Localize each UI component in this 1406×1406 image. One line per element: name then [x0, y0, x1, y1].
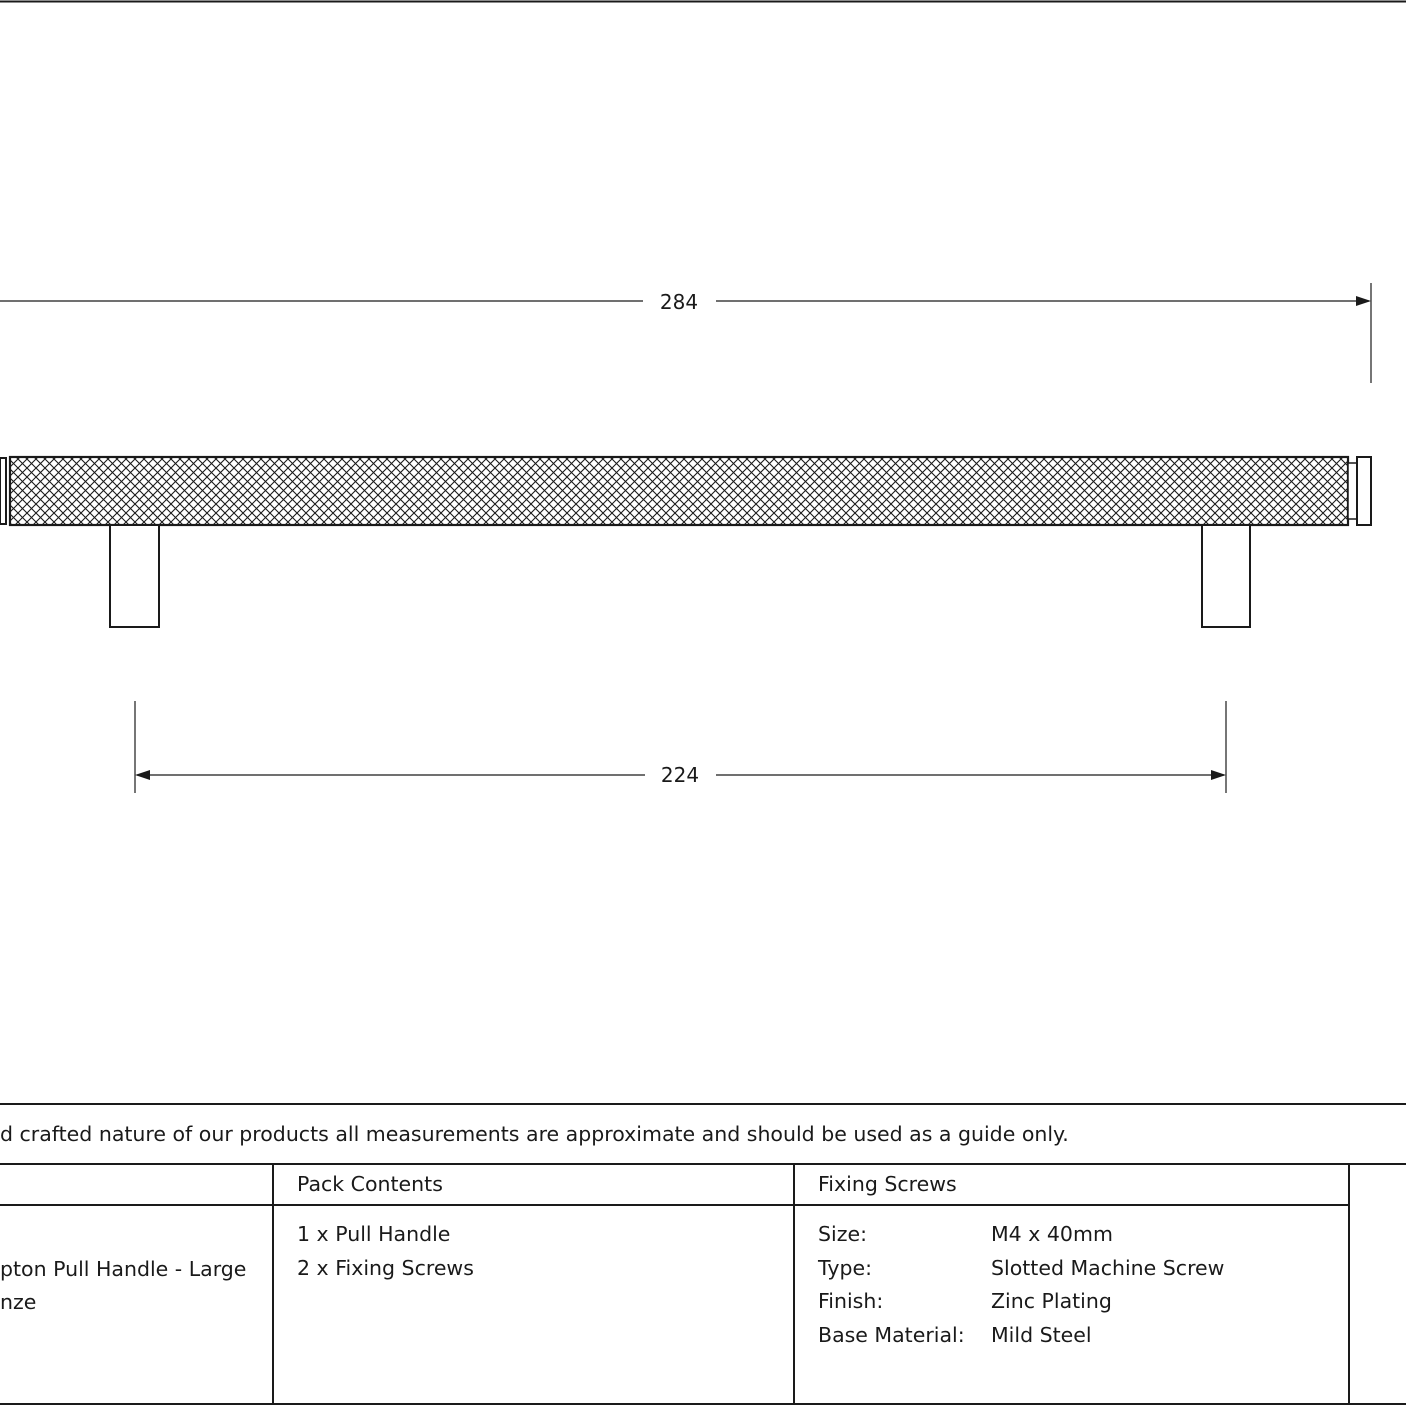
screw-spec-value: Zinc Plating: [991, 1289, 1112, 1313]
knurled-bar: [8, 455, 1350, 527]
fixing-screws-header: Fixing Screws: [818, 1172, 957, 1196]
pack-contents-item: 1 x Pull Handle: [297, 1222, 451, 1246]
product-name-line2: nze: [0, 1290, 37, 1314]
fixing-centres-dimension: 224: [134, 701, 1227, 793]
pull-handle-drawing: [0, 455, 1372, 628]
left-post: [109, 524, 160, 628]
overall-dim-arrow-right: [1356, 296, 1371, 306]
pack-contents-item: 2 x Fixing Screws: [297, 1256, 474, 1280]
measurement-disclaimer: d crafted nature of our products all mea…: [0, 1122, 1069, 1146]
screw-spec-label: Size:: [818, 1222, 867, 1246]
screw-spec-label: Base Material:: [818, 1323, 965, 1347]
overall-length-label: 284: [660, 290, 698, 314]
centres-arrow-right: [1211, 770, 1226, 780]
screw-spec-value: Slotted Machine Screw: [991, 1256, 1225, 1280]
pack-contents-header: Pack Contents: [297, 1172, 443, 1196]
screw-spec-label: Finish:: [818, 1289, 884, 1313]
screw-spec-value: M4 x 40mm: [991, 1222, 1113, 1246]
right-end-cap: [1356, 456, 1372, 526]
fixing-centres-label: 224: [661, 763, 699, 787]
right-collar: [1347, 462, 1358, 520]
right-post: [1201, 524, 1251, 628]
product-name-line1: pton Pull Handle - Large: [0, 1257, 247, 1281]
centres-arrow-left: [135, 770, 150, 780]
left-end-cap: [0, 457, 7, 525]
screw-spec-label: Type:: [818, 1256, 872, 1280]
overall-length-dimension: 284: [0, 283, 1372, 383]
title-block-grid: [0, 1103, 1406, 1405]
screw-spec-value: Mild Steel: [991, 1323, 1092, 1347]
